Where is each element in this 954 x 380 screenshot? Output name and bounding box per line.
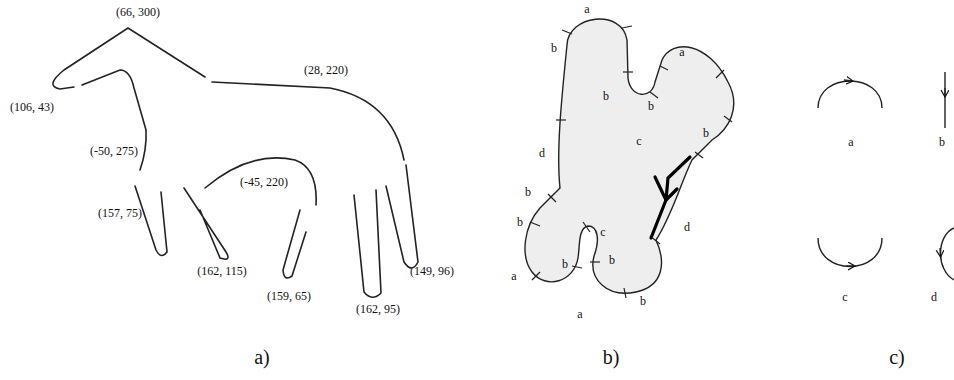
primitive-label: d [931, 291, 937, 303]
segment-label: c [636, 135, 641, 147]
curve-primitives [818, 72, 954, 280]
coordinate-label: (149, 96) [410, 265, 454, 277]
segment-label: d [539, 147, 545, 159]
segment-label: b [603, 90, 609, 102]
coordinate-label: (162, 115) [197, 265, 247, 277]
coordinate-label: (159, 65) [267, 290, 311, 302]
segment-label: b [648, 100, 654, 112]
coordinate-label: (162, 95) [356, 303, 400, 315]
segment-label: b [609, 254, 615, 266]
segment-label: c [600, 226, 605, 238]
back [212, 82, 404, 160]
arrow [846, 265, 854, 266]
arrow [939, 248, 941, 256]
leg [283, 210, 306, 278]
panel-caption: a) [254, 347, 270, 367]
segment-label: b [551, 42, 557, 54]
segment-label: d [684, 221, 690, 233]
leg [135, 186, 167, 256]
panel-caption: c) [889, 347, 905, 367]
thick-branch [651, 157, 690, 238]
line-primitive [944, 72, 945, 128]
neck [82, 70, 146, 170]
segment-label: b [562, 258, 568, 270]
segment-label: b [640, 295, 646, 307]
leg [184, 188, 228, 259]
primitive-label: a [848, 136, 853, 148]
leg [354, 190, 381, 297]
belly [205, 158, 316, 205]
arrow [844, 80, 852, 81]
segment-label: b [703, 127, 709, 139]
panel-caption: b) [603, 347, 620, 367]
arc-primitive [941, 228, 954, 280]
segment-ticks [530, 26, 732, 298]
segment-label: a [584, 3, 589, 15]
coordinate-label: (66, 300) [116, 6, 160, 18]
segment-label: b [525, 186, 531, 198]
segment-label: a [511, 270, 516, 282]
arrow [944, 88, 945, 96]
region-outline [525, 19, 734, 293]
coordinate-label: (-50, 275) [90, 145, 138, 157]
coordinate-label: (-45, 220) [240, 176, 288, 188]
head-top [53, 28, 205, 89]
arc-primitive [818, 238, 882, 267]
coordinate-label: (28, 220) [304, 64, 348, 76]
segment-label: a [679, 46, 684, 58]
coordinate-label: (157, 75) [98, 207, 142, 219]
segment-label: a [577, 308, 582, 320]
arc-primitive [818, 81, 882, 108]
horse-outline [53, 28, 418, 297]
leg [386, 165, 418, 268]
coordinate-label: (106, 43) [10, 101, 54, 113]
primitive-label: c [842, 291, 847, 303]
primitive-label: b [939, 136, 945, 148]
segment-label: b [517, 216, 523, 228]
